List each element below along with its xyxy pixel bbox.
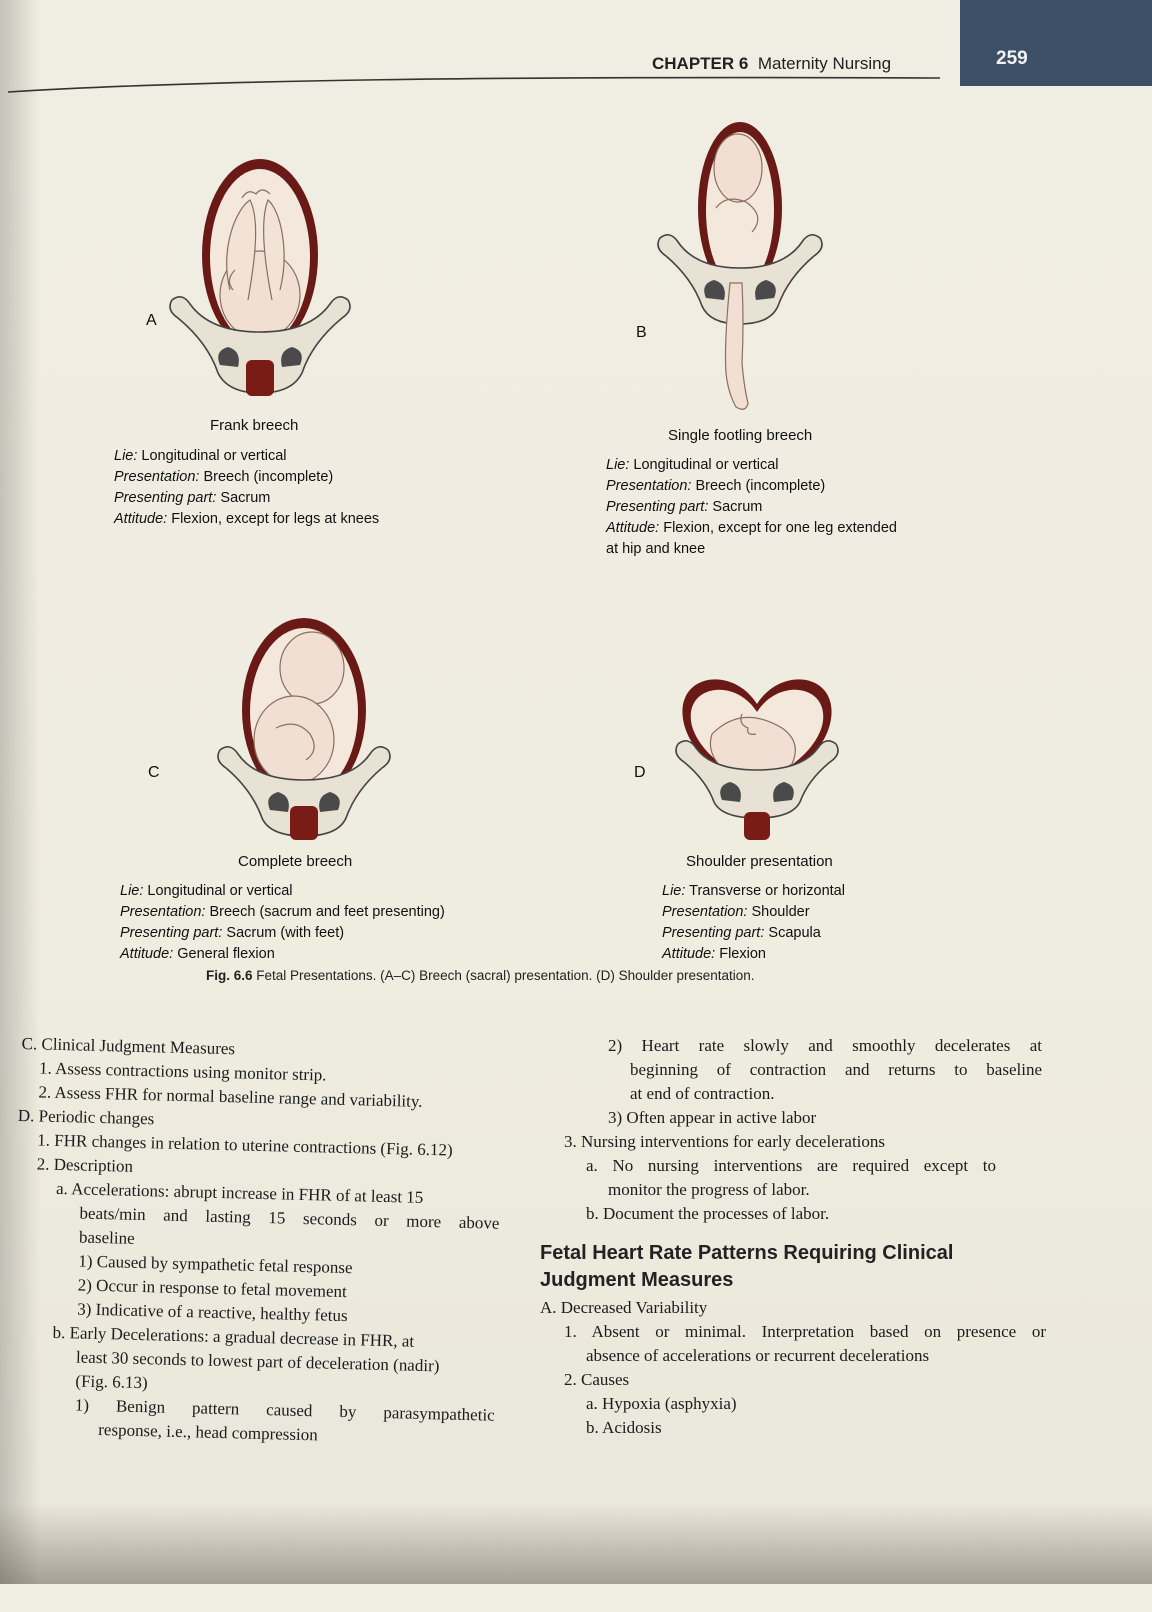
figure-letter-b: B	[636, 324, 647, 341]
figure-letter-d: D	[634, 764, 646, 781]
figure-d-attitude: Attitude: Flexion	[662, 946, 766, 962]
figure-c-properties: Lie: Longitudinal or vertical Presentati…	[120, 881, 445, 965]
chapter-title: Maternity Nursing	[757, 54, 892, 73]
figure-d-title: Shoulder presentation	[686, 853, 833, 870]
figure-letter-c: C	[148, 764, 160, 781]
figure-a-title: Frank breech	[210, 417, 299, 434]
right-line-7: monitor the progress of labor.	[608, 1180, 810, 1199]
figure-caption: Fig. 6.6 Fetal Presentations. (A–C) Bree…	[206, 968, 755, 983]
right-line-6: a. No nursing interventions are required…	[586, 1156, 996, 1175]
figure-d-lie: Lie: Transverse or horizontal	[662, 883, 845, 899]
right-line-12: 2. Causes	[564, 1370, 630, 1389]
figure-d-presentation: Presentation: Shoulder	[662, 904, 810, 920]
right-line-13: a. Hypoxia (asphyxia)	[586, 1394, 737, 1413]
page-number-tab	[960, 0, 1152, 86]
figure-a-lie: Lie: Longitudinal or vertical	[114, 448, 287, 464]
page-edge-shadow	[0, 0, 40, 1584]
right-line-8: b. Document the processes of labor.	[586, 1204, 830, 1223]
figure-a-presentation: Presentation: Breech (incomplete)	[114, 469, 334, 485]
right-line-5: 3. Nursing interventions for early decel…	[564, 1132, 886, 1151]
right-line-3: at end of contraction.	[630, 1084, 775, 1103]
left-line-8: beats/min and lasting 15 seconds or more…	[79, 1203, 500, 1233]
figure-b-properties: Lie: Longitudinal or vertical Presentati…	[606, 455, 897, 560]
running-header: CHAPTER 6 Maternity Nursing	[652, 54, 891, 74]
left-line-6: 2. Description	[36, 1154, 134, 1176]
left-line-4: D. Periodic changes	[17, 1105, 155, 1129]
right-line-9: A. Decreased Variability	[540, 1298, 708, 1317]
left-line-17: response, i.e., head compression	[98, 1420, 318, 1445]
complete-breech-illustration	[217, 618, 391, 840]
section-heading-line-1: Fetal Heart Rate Patterns Requiring Clin…	[540, 1242, 954, 1264]
right-line-1: 2) Heart rate slowly and smoothly decele…	[608, 1036, 1042, 1055]
figure-d-properties: Lie: Transverse or horizontal Presentati…	[662, 881, 845, 965]
chapter-label: CHAPTER 6	[652, 54, 749, 73]
figure-d-presenting-part: Presenting part: Scapula	[662, 925, 821, 941]
left-line-15: (Fig. 6.13)	[75, 1371, 148, 1393]
figure-c-title: Complete breech	[238, 853, 353, 870]
figure-b-title: Single footling breech	[668, 427, 813, 444]
right-line-4: 3) Often appear in active labor	[608, 1108, 817, 1127]
figure-c-attitude: Attitude: General flexion	[120, 946, 275, 962]
figure-a-attitude: Attitude: Flexion, except for legs at kn…	[114, 511, 380, 527]
frank-breech-illustration	[169, 159, 351, 396]
figure-b-presenting-part: Presenting part: Sacrum	[606, 499, 763, 515]
figure-b-attitude-cont: at hip and knee	[606, 541, 706, 557]
figure-letter-a: A	[146, 312, 157, 329]
figure-c-presentation: Presentation: Breech (sacrum and feet pr…	[120, 904, 445, 920]
single-footling-breech-illustration	[657, 122, 823, 410]
figure-c-lie: Lie: Longitudinal or vertical	[120, 883, 293, 899]
figure-b-attitude: Attitude: Flexion, except for one leg ex…	[606, 520, 897, 536]
left-line-9: baseline	[78, 1227, 135, 1248]
figure-b-presentation: Presentation: Breech (incomplete)	[606, 478, 826, 494]
shoulder-presentation-illustration	[675, 679, 839, 840]
header-rule	[7, 76, 941, 93]
figure-caption-label: Fig. 6.6	[206, 968, 253, 983]
section-heading-line-2: Judgment Measures	[540, 1269, 734, 1291]
page-bottom-shadow	[0, 1504, 1152, 1584]
figure-c-presenting-part: Presenting part: Sacrum (with feet)	[120, 925, 345, 941]
right-line-2: beginning of contraction and returns to …	[630, 1060, 1042, 1079]
figure-caption-text: Fetal Presentations. (A–C) Breech (sacra…	[252, 968, 755, 983]
right-line-10: 1. Absent or minimal. Interpretation bas…	[564, 1322, 1046, 1341]
right-line-11: absence of accelerations or recurrent de…	[586, 1346, 930, 1365]
figure-a-properties: Lie: Longitudinal or vertical Presentati…	[114, 446, 379, 530]
figure-a-presenting-part: Presenting part: Sacrum	[114, 490, 271, 506]
figure-b-lie: Lie: Longitudinal or vertical	[606, 457, 779, 473]
page-number: 259	[996, 48, 1028, 69]
right-line-14: b. Acidosis	[586, 1418, 662, 1437]
